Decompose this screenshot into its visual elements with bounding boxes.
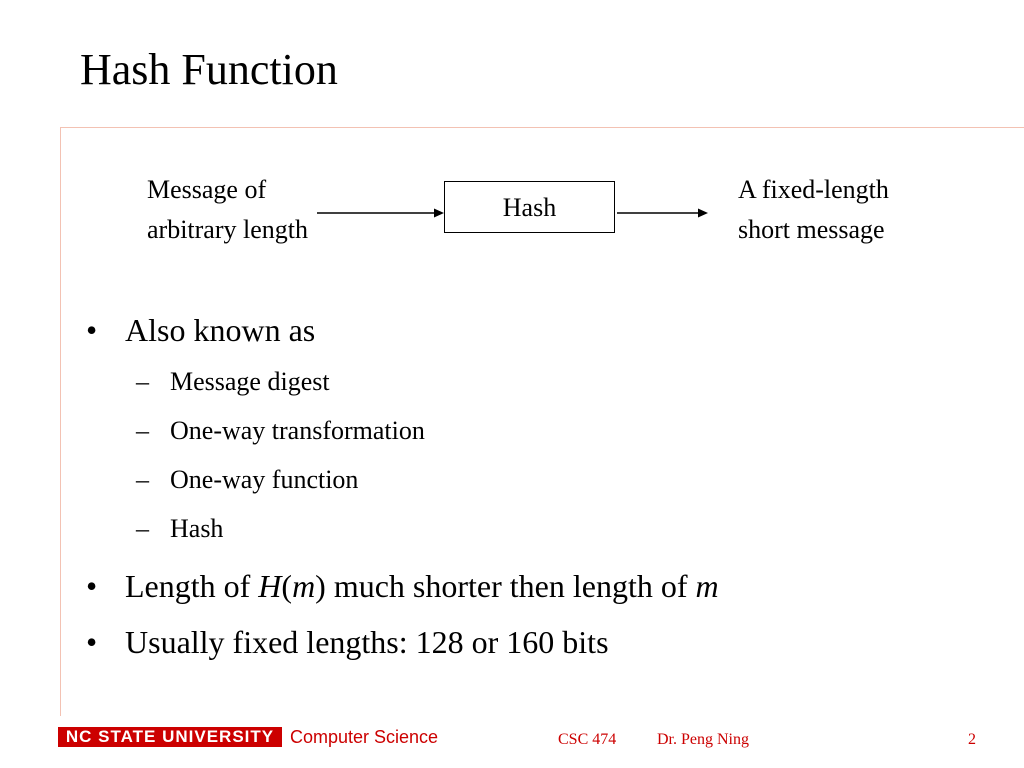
sub-bullet-text: Hash xyxy=(170,514,224,543)
bullet-fixed-lengths: • Usually fixed lengths: 128 or 160 bits xyxy=(86,622,609,662)
diagram-input-label: Message of arbitrary length xyxy=(147,170,308,250)
dash-mark: – xyxy=(136,514,149,543)
slide-title: Hash Function xyxy=(80,45,338,94)
bullet-also-known-as: • Also known as xyxy=(86,310,316,350)
dash-mark: – xyxy=(136,465,149,494)
sub-bullet-text: One-way transformation xyxy=(170,416,425,445)
bullet-mark: • xyxy=(86,624,98,660)
bullet-mark: • xyxy=(86,312,98,348)
sub-bullet-text: One-way function xyxy=(170,465,359,494)
bullet-mark: • xyxy=(86,568,98,604)
diagram-output-line1: A fixed-length xyxy=(738,175,889,204)
bullet-length: • Length of H(m) much shorter then lengt… xyxy=(86,566,719,606)
diagram-input-line1: Message of xyxy=(147,175,267,204)
bullet-text: Usually fixed lengths: 128 or 160 bits xyxy=(125,624,609,660)
diagram-output-label: A fixed-length short message xyxy=(738,170,889,250)
sub-bullet: – Hash xyxy=(136,512,224,546)
paren-open: ( xyxy=(281,568,293,604)
header-rule xyxy=(60,127,1024,128)
hash-box: Hash xyxy=(444,181,615,233)
footer-course: CSC 474 xyxy=(558,731,617,748)
footer-department: Computer Science xyxy=(290,727,439,747)
var-m: m xyxy=(292,568,316,604)
dash-mark: – xyxy=(136,367,149,396)
var-h: H xyxy=(258,568,282,604)
diagram-output-line2: short message xyxy=(738,215,885,244)
sub-bullet: – Message digest xyxy=(136,365,330,399)
dash-mark: – xyxy=(136,416,149,445)
bullet-text-pre: Length of xyxy=(125,568,259,604)
side-rule xyxy=(60,127,61,716)
paren-close: ) xyxy=(315,568,326,604)
sub-bullet: – One-way transformation xyxy=(136,414,425,448)
var-m-2: m xyxy=(695,568,719,604)
page-number: 2 xyxy=(968,731,976,748)
sub-bullet-text: Message digest xyxy=(170,367,330,396)
ncsu-logo: NC STATE UNIVERSITY xyxy=(58,727,282,747)
bullet-text-mid: much shorter then length of xyxy=(325,568,696,604)
sub-bullet: – One-way function xyxy=(136,463,359,497)
footer-author: Dr. Peng Ning xyxy=(657,731,749,748)
diagram-input-line2: arbitrary length xyxy=(147,215,308,244)
bullet-text: Length of H(m) much shorter then length … xyxy=(125,568,719,604)
output-arrow-head xyxy=(698,208,708,218)
input-arrow-head xyxy=(434,208,444,218)
bullet-text: Also known as xyxy=(125,312,316,348)
